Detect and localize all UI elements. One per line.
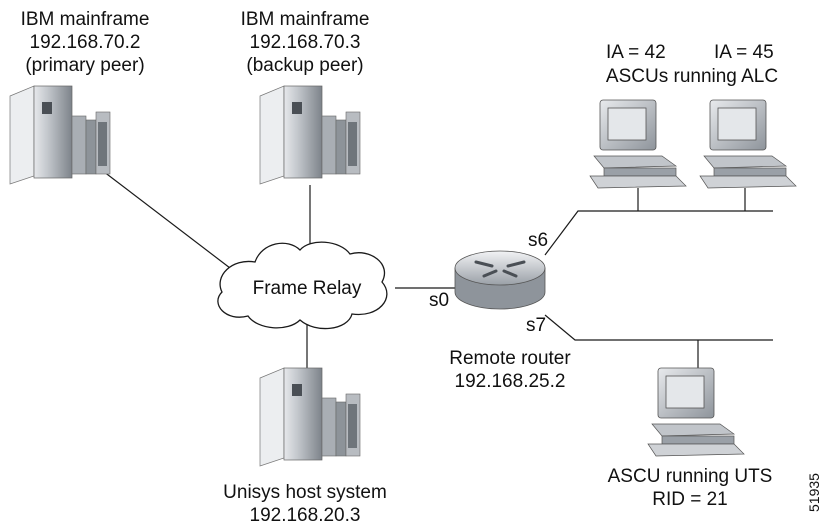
- label-ascu-uts: ASCU running UTS RID = 21: [590, 465, 790, 511]
- mainframe-backup-name: IBM mainframe: [240, 9, 370, 30]
- terminal-icon: [647, 367, 745, 457]
- mainframe-primary-name: IBM mainframe: [20, 9, 150, 30]
- port-s0: s0: [429, 290, 450, 311]
- link-primary-to-cloud: [94, 164, 231, 269]
- label-remote-router: Remote router 192.168.25.2: [430, 347, 590, 393]
- remote-router-name: Remote router: [449, 348, 571, 369]
- mainframe-icon: [9, 85, 111, 185]
- link-router-s7-lan: [544, 314, 773, 341]
- figure-number: 51935: [806, 473, 822, 512]
- ascu-ia-left: IA = 42: [606, 42, 666, 63]
- router-icon: [454, 250, 546, 310]
- mainframe-backup-role: (backup peer): [246, 55, 364, 76]
- label-unisys-host: Unisys host system 192.168.20.3: [200, 481, 410, 527]
- unisys-host-name: Unisys host system: [223, 482, 387, 503]
- terminal-icon: [699, 99, 797, 189]
- mainframe-icon: [259, 85, 361, 185]
- mainframe-backup-address: 192.168.70.3: [249, 32, 361, 53]
- cloud-icon: [217, 241, 388, 330]
- mainframe-primary-role: (primary peer): [25, 55, 145, 76]
- unisys-host-address: 192.168.20.3: [249, 505, 361, 526]
- ascu-alc-label: ASCUs running ALC: [605, 66, 779, 87]
- connections: [94, 164, 773, 372]
- remote-router-address: 192.168.25.2: [454, 371, 566, 392]
- frame-relay-label: Frame Relay: [252, 278, 362, 299]
- ascu-uts-label: ASCU running UTS: [607, 466, 773, 487]
- label-mainframe-backup: IBM mainframe 192.168.70.3 (backup peer): [220, 8, 390, 77]
- ascu-uts-rid: RID = 21: [652, 489, 728, 510]
- port-s6: s6: [528, 230, 549, 251]
- mainframe-primary-address: 192.168.70.2: [29, 32, 141, 53]
- ascu-ia-right: IA = 45: [714, 42, 774, 63]
- label-mainframe-primary: IBM mainframe 192.168.70.2 (primary peer…: [0, 8, 170, 77]
- mainframe-icon: [259, 367, 361, 467]
- link-router-s6-lan: [544, 210, 773, 256]
- terminal-icon: [589, 99, 687, 189]
- port-s7: s7: [526, 315, 547, 336]
